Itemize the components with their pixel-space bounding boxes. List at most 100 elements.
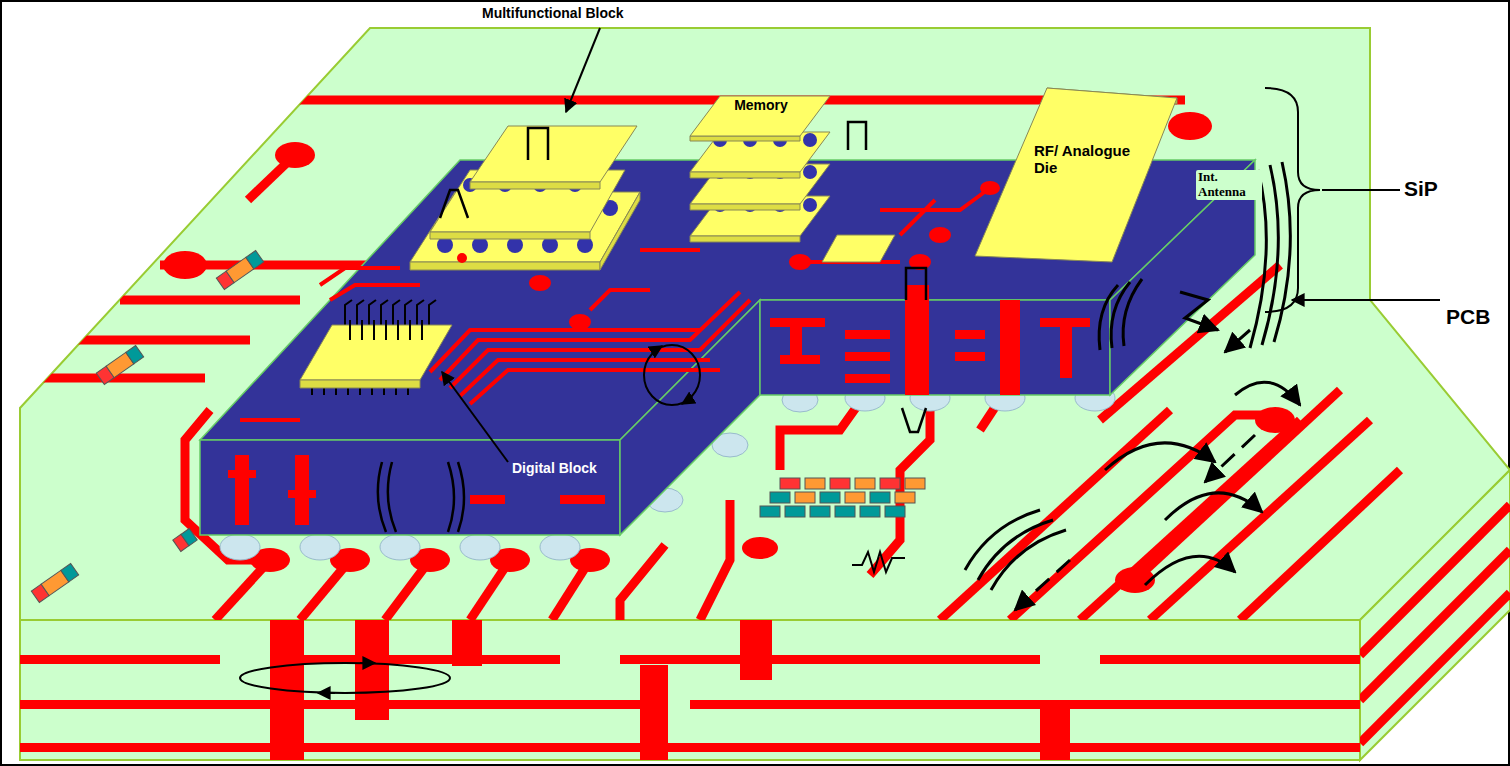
sip-cross-section	[845, 374, 890, 383]
smd-components	[96, 346, 143, 385]
pcb-inner-layers	[1040, 700, 1070, 760]
pulse-symbols	[848, 122, 866, 150]
digital-chip	[361, 320, 363, 340]
resistor-array	[880, 478, 900, 489]
solder-balls	[220, 534, 260, 560]
memory-stack	[803, 198, 817, 212]
sip-coupling-arcs	[458, 462, 464, 532]
die-label: Memory	[686, 97, 836, 113]
callout-leaders	[566, 28, 600, 112]
memory-stack	[803, 165, 817, 179]
sip-cross-section	[228, 285, 1090, 525]
smd-components	[31, 564, 78, 603]
sip-cross-section	[955, 330, 985, 339]
part-label: SiP	[1404, 177, 1438, 201]
crosstalk-arrows	[991, 530, 1066, 590]
pcb-traces	[1010, 415, 1275, 620]
multifunctional-stack	[410, 126, 640, 270]
pcb-board	[20, 28, 1510, 760]
callout-leaders	[442, 28, 1440, 462]
callout-leaders	[1322, 189, 1400, 191]
loop-current	[644, 345, 700, 405]
part-label: Digital Block	[512, 460, 597, 476]
signal-direction	[1205, 435, 1255, 482]
substrate-traces	[900, 200, 935, 235]
smd-components	[126, 346, 144, 364]
die-label: RF/ Analogue Die	[1034, 142, 1150, 177]
memory-stack	[690, 132, 830, 242]
pcb-traces	[1135, 390, 1340, 580]
loop-current	[652, 346, 662, 352]
pcb-traces	[940, 410, 1170, 620]
pcb-inner-layers	[452, 620, 482, 666]
loop-current	[318, 692, 335, 694]
pcb-side-layers	[1360, 505, 1510, 655]
pcb-inner-layers	[20, 743, 1360, 752]
smd-components	[173, 529, 197, 552]
digital-chip	[409, 320, 411, 340]
resistor-array	[855, 478, 875, 489]
pcb-inner-layers	[355, 620, 389, 720]
pcb-pads	[275, 142, 315, 168]
signal-direction	[1225, 330, 1250, 352]
pcb-inner-layers	[20, 620, 1360, 760]
substrate-traces	[320, 268, 400, 285]
sip-substrate	[620, 300, 760, 535]
smd-components	[216, 251, 263, 290]
resistor-array	[885, 506, 905, 517]
sip-cross-section	[780, 355, 820, 364]
solder-balls	[380, 534, 420, 560]
smd-components	[61, 564, 79, 582]
sip-cross-section	[1060, 318, 1072, 378]
sip-substrate	[200, 440, 620, 535]
digital-chip	[300, 325, 452, 380]
loop-current	[360, 662, 375, 664]
die-edge	[690, 136, 800, 141]
multifunctional-stack	[457, 253, 467, 263]
die-box: Memory	[686, 88, 836, 144]
pulse-symbols	[528, 128, 548, 160]
pulse-symbols	[440, 122, 926, 432]
resistor-array	[905, 478, 925, 489]
sip-cross-section	[470, 495, 505, 504]
noise-symbol	[852, 552, 905, 572]
sip-coupling-arcs	[448, 462, 454, 532]
callout-leaders	[442, 372, 508, 462]
pulse-symbols	[906, 268, 926, 300]
crosstalk-arrows	[1165, 493, 1262, 520]
substrate-pads	[980, 181, 1000, 195]
substrate-pads	[789, 254, 811, 270]
antenna-arcs	[1123, 279, 1142, 346]
digital-chip	[300, 300, 452, 395]
part-label: Multifunctional Block	[482, 5, 624, 21]
pcb-inner-layers	[20, 655, 220, 664]
pcb-traces	[120, 296, 300, 305]
pcb-side-layers	[1360, 550, 1510, 700]
resistor-array	[785, 506, 805, 517]
sip-cross-section	[1000, 300, 1020, 395]
digital-chip	[373, 320, 375, 340]
crosstalk-arrows	[1235, 382, 1300, 405]
resistor-array	[805, 478, 825, 489]
smd-components	[181, 529, 197, 546]
part-label: Int. Antenna	[1196, 170, 1262, 200]
smd-components	[246, 251, 264, 269]
die-box: RF/ Analogue Die	[972, 84, 1182, 274]
resistor-array	[780, 478, 800, 489]
pulse-symbols	[440, 190, 468, 218]
callout-leaders	[1292, 299, 1440, 301]
pcb-traces	[30, 100, 1400, 620]
pcb-inner-layers	[20, 700, 640, 709]
multifunctional-stack	[470, 126, 637, 182]
sip-coupling-arcs	[378, 462, 464, 532]
substrate-traces	[440, 292, 740, 380]
sip-cross-section	[790, 318, 802, 358]
resistor-array	[870, 492, 890, 503]
resistor-array	[895, 492, 915, 503]
antenna-arcs	[1274, 162, 1290, 342]
resistor-array	[830, 478, 850, 489]
resistor-array	[845, 492, 865, 503]
pcb-pads	[163, 251, 207, 279]
resistor-array	[760, 506, 780, 517]
